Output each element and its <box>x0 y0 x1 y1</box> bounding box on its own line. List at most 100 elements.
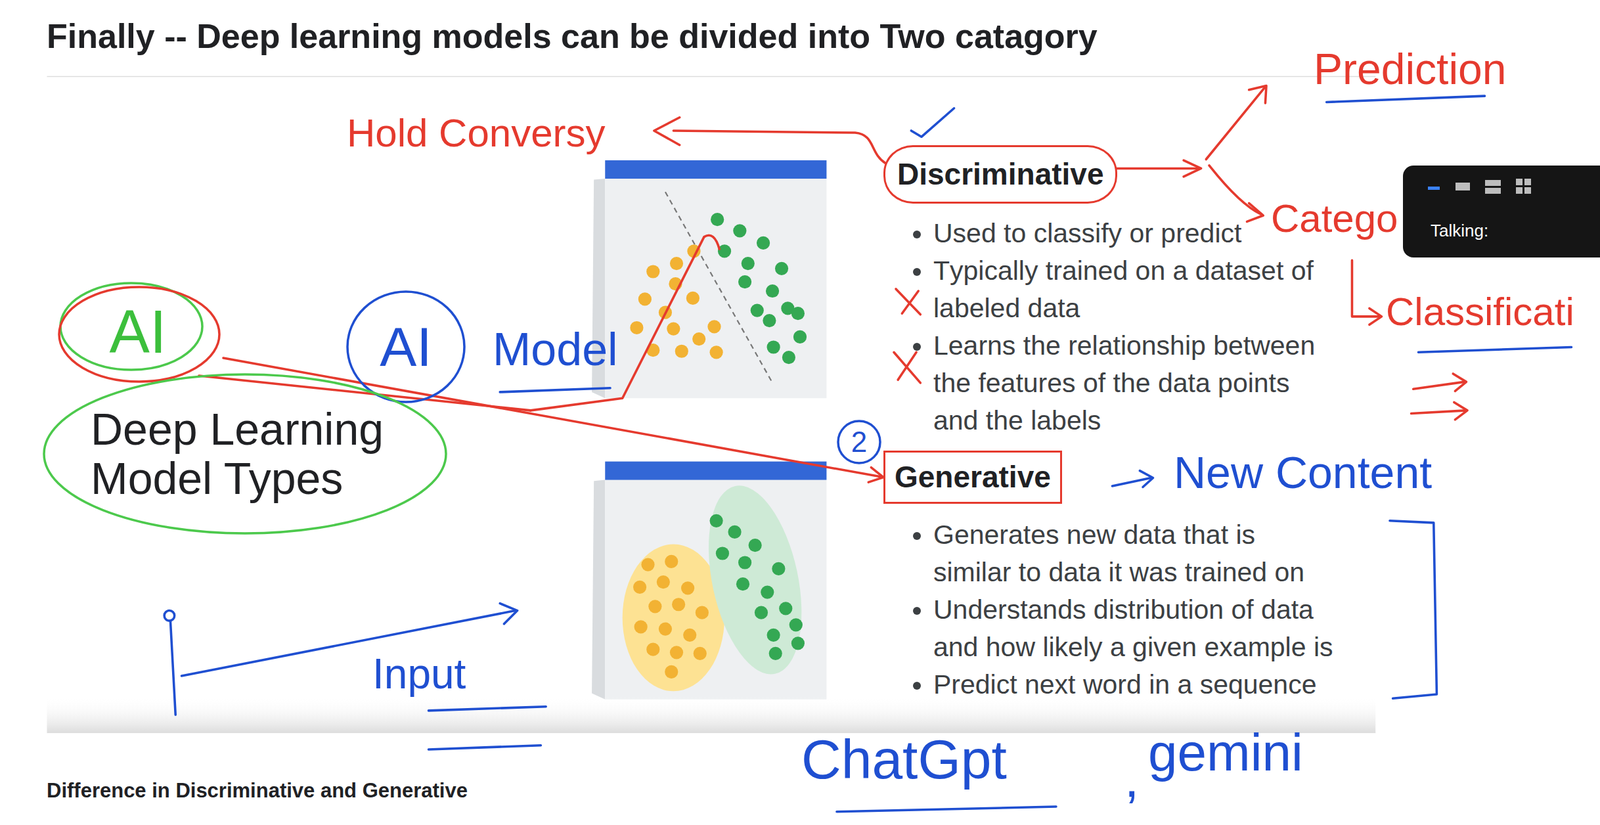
discriminative-card-part-part <box>762 313 776 328</box>
red-annotations-part <box>1116 167 1200 171</box>
handwritten-note: gemini <box>1148 722 1304 783</box>
generative-card-part-part <box>671 597 686 611</box>
blue-annotations-part <box>1139 470 1153 488</box>
generative-card-part-part <box>664 555 678 569</box>
discriminative-card-part-part <box>638 292 652 306</box>
generative-card-part-part <box>695 606 709 620</box>
heading-oval: Discriminative <box>883 145 1118 204</box>
discriminative-card-part <box>710 212 807 364</box>
callout-number: 2 <box>836 419 883 466</box>
generative-card-part-part <box>738 555 752 569</box>
red-annotations-part <box>654 117 680 146</box>
bullet-text: Typically trained on a dataset of labele… <box>933 252 1338 328</box>
handwritten-note: Prediction <box>1313 44 1507 95</box>
blue-annotations-part <box>1326 95 1486 102</box>
discriminative-card-part <box>629 244 723 359</box>
generative-card-part-part <box>658 622 672 636</box>
toolbar-icons-part <box>1427 186 1440 190</box>
toolbar-icons-part <box>1455 182 1470 191</box>
discriminative-card-part-part <box>629 321 644 335</box>
slide-title: Finally -- Deep learning models can be d… <box>46 17 1098 57</box>
bullet-text: Generates new data that is similar to da… <box>933 516 1338 592</box>
node-outline-stroke <box>44 374 446 534</box>
blue-annotations-part <box>428 706 547 711</box>
callout-text: 2 <box>851 424 867 460</box>
handwritten-note: Classificati <box>1385 288 1575 335</box>
blue-annotations-part <box>911 108 954 138</box>
blue-annotations-part <box>428 745 542 750</box>
generative-card-part-part <box>791 636 805 650</box>
node-outline-stroke <box>60 283 203 370</box>
discriminative-card-part <box>665 191 773 383</box>
title-rule <box>46 76 1376 78</box>
handwritten-note: New Content <box>1173 446 1432 498</box>
handwritten-note: Catego <box>1270 195 1398 242</box>
toolbar-icons <box>1402 165 1600 205</box>
blue-annotations-part <box>170 620 176 715</box>
circled-heading: Deep Learning Model Types <box>41 371 449 536</box>
discriminative-card-part-part <box>782 350 796 364</box>
generative-card-part-part <box>769 646 783 661</box>
discriminative-card-part-part <box>738 275 752 289</box>
handwritten-text: AI <box>379 313 432 381</box>
discriminative-card-part-part <box>675 344 689 358</box>
generative-card-part-part <box>778 601 793 615</box>
generative-card-part-part <box>727 525 741 539</box>
discriminative-card-part-part <box>646 264 660 278</box>
red-annotations-part <box>1183 160 1201 177</box>
generative-card-part-part <box>648 599 662 613</box>
blue-annotations-part <box>836 806 1057 812</box>
blue-annotations-part <box>499 603 517 624</box>
overlay-panel: Talking: <box>1402 165 1600 258</box>
handwritten-text: AI <box>109 295 167 368</box>
toolbar-icons-part <box>1485 187 1501 194</box>
discriminative-card-part-part <box>686 291 700 305</box>
bullet-list: Used to classify or predictTypically tra… <box>903 214 1338 440</box>
generative-card-part-part <box>669 645 684 659</box>
bullet-text: Learns the relationship between the feat… <box>933 327 1338 440</box>
red-annotations-part <box>1452 373 1467 391</box>
generative-card-part-part <box>754 606 768 620</box>
handwritten-note: Hold Conversy <box>346 110 606 156</box>
generative-card-part-part <box>767 628 781 642</box>
generative-card-part-part <box>656 575 670 589</box>
heading-text: Discriminative <box>897 156 1104 193</box>
generative-card-part-part <box>641 558 655 572</box>
heading-text: Generative <box>894 459 1051 496</box>
toolbar-icons-part <box>1515 187 1523 194</box>
discriminative-card-part-part <box>707 319 721 334</box>
generative-card-part-part <box>771 562 785 576</box>
red-annotations-part <box>1351 260 1380 316</box>
discriminative-card-part-part <box>767 340 781 354</box>
generative-card-part-part <box>710 514 724 528</box>
blue-annotations-part <box>164 610 175 622</box>
generative-card-part-part <box>681 581 695 595</box>
generative-card-part <box>604 461 827 700</box>
discriminative-card-part-part <box>710 212 724 226</box>
generative-card-part <box>604 461 827 481</box>
discriminative-card-part-part <box>666 321 680 335</box>
discriminative-card-part-part <box>775 262 789 276</box>
discriminative-card-part-part <box>750 303 764 317</box>
generative-card <box>591 461 827 700</box>
node-outline-stroke <box>59 287 220 382</box>
red-annotations-part <box>1413 381 1465 389</box>
red-annotations-part <box>1411 410 1467 414</box>
handwritten-note: , <box>1124 748 1139 810</box>
generative-card-part-part <box>715 546 730 560</box>
node-outline-stroke <box>838 421 881 464</box>
red-annotations-part <box>1246 202 1264 222</box>
blue-annotations-part <box>1418 347 1572 353</box>
red-annotations-part <box>895 288 921 315</box>
discriminative-card-part-part <box>765 284 779 298</box>
overlay-text: Talking: <box>1430 220 1489 242</box>
generative-card-part-part <box>748 538 762 552</box>
generative-card-part-part <box>664 665 678 679</box>
generative-card-part-part <box>634 620 648 634</box>
toolbar-icons-part <box>1485 179 1501 186</box>
generative-card-part-part <box>789 618 803 632</box>
node-outline-stroke <box>347 291 465 402</box>
heading-box: Generative <box>883 450 1063 504</box>
blue-annotations-part <box>1389 520 1437 699</box>
toolbar-icons-part <box>1524 187 1532 194</box>
